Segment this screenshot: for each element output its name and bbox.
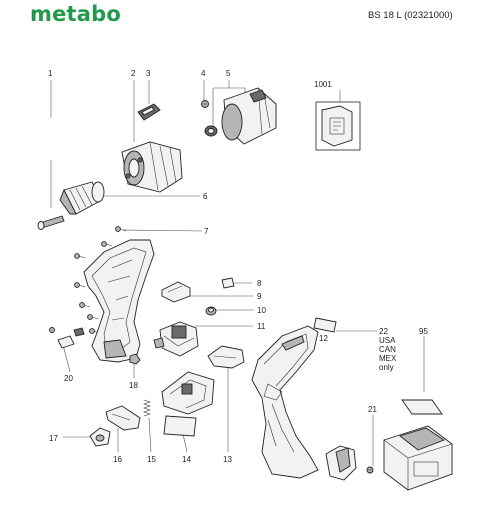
region-usa: USA [379, 336, 396, 345]
battery-contact-holder [161, 371, 215, 415]
callout-18: 18 [129, 381, 138, 390]
callout-22: 22 [379, 327, 388, 336]
housing-right-half [251, 325, 319, 479]
part-15-spring [143, 399, 151, 417]
callout-21: 21 [368, 405, 377, 414]
callout-15: 15 [147, 455, 156, 464]
callout-4: 4 [201, 69, 206, 78]
callout-17: 17 [49, 434, 58, 443]
callout-7: 7 [204, 227, 209, 236]
part-6-chuck [59, 181, 105, 215]
part-9-slider [161, 281, 191, 303]
part-11-switch [153, 321, 199, 357]
part-10-knob [205, 306, 217, 316]
region-can: CAN [379, 345, 396, 354]
callout-12: 12 [319, 334, 328, 343]
callout-1: 1 [48, 69, 53, 78]
housing-left-half [83, 239, 155, 363]
callout-2: 2 [131, 69, 136, 78]
callout-5: 5 [226, 69, 231, 78]
callout-14: 14 [182, 455, 191, 464]
part-14-plate [163, 415, 197, 437]
part-5-motor [204, 87, 277, 145]
part-95-charger-card [401, 399, 443, 415]
part-4-screw [201, 100, 209, 108]
part-3-clip [137, 103, 161, 121]
callout-13: 13 [223, 455, 232, 464]
callout-1001: 1001 [314, 80, 332, 89]
callout-6: 6 [203, 192, 208, 201]
part-1-screw [37, 215, 65, 230]
metabo-logo: metabo [30, 2, 121, 26]
part-13-bracket [207, 345, 245, 369]
battery-pack [383, 425, 453, 491]
callout-11: 11 [257, 322, 266, 331]
part-12-sticker [313, 317, 337, 333]
model-number: BS 18 L (02321000) [368, 10, 453, 21]
region-only: only [379, 363, 394, 372]
callout-labels: 1 2 3 4 5 1001 6 7 8 9 10 11 12 22 USA C… [48, 69, 428, 464]
region-mex: MEX [379, 354, 397, 363]
part-17-cap [89, 427, 111, 447]
part-2-gearbox [121, 141, 183, 193]
callout-16: 16 [113, 455, 122, 464]
part-18-nut [129, 353, 141, 365]
leader-lines [50, 80, 425, 466]
part-20-small-parts [49, 327, 85, 349]
part-8-label [221, 277, 235, 289]
part-16-bit-holder [105, 405, 141, 431]
callout-10: 10 [257, 306, 266, 315]
callout-8: 8 [257, 279, 262, 288]
callout-20: 20 [64, 374, 73, 383]
callout-95: 95 [419, 327, 428, 336]
part-21-belt-hook [325, 445, 374, 481]
callout-3: 3 [146, 69, 151, 78]
callout-9: 9 [257, 292, 262, 301]
part-1001-manual [315, 101, 361, 151]
